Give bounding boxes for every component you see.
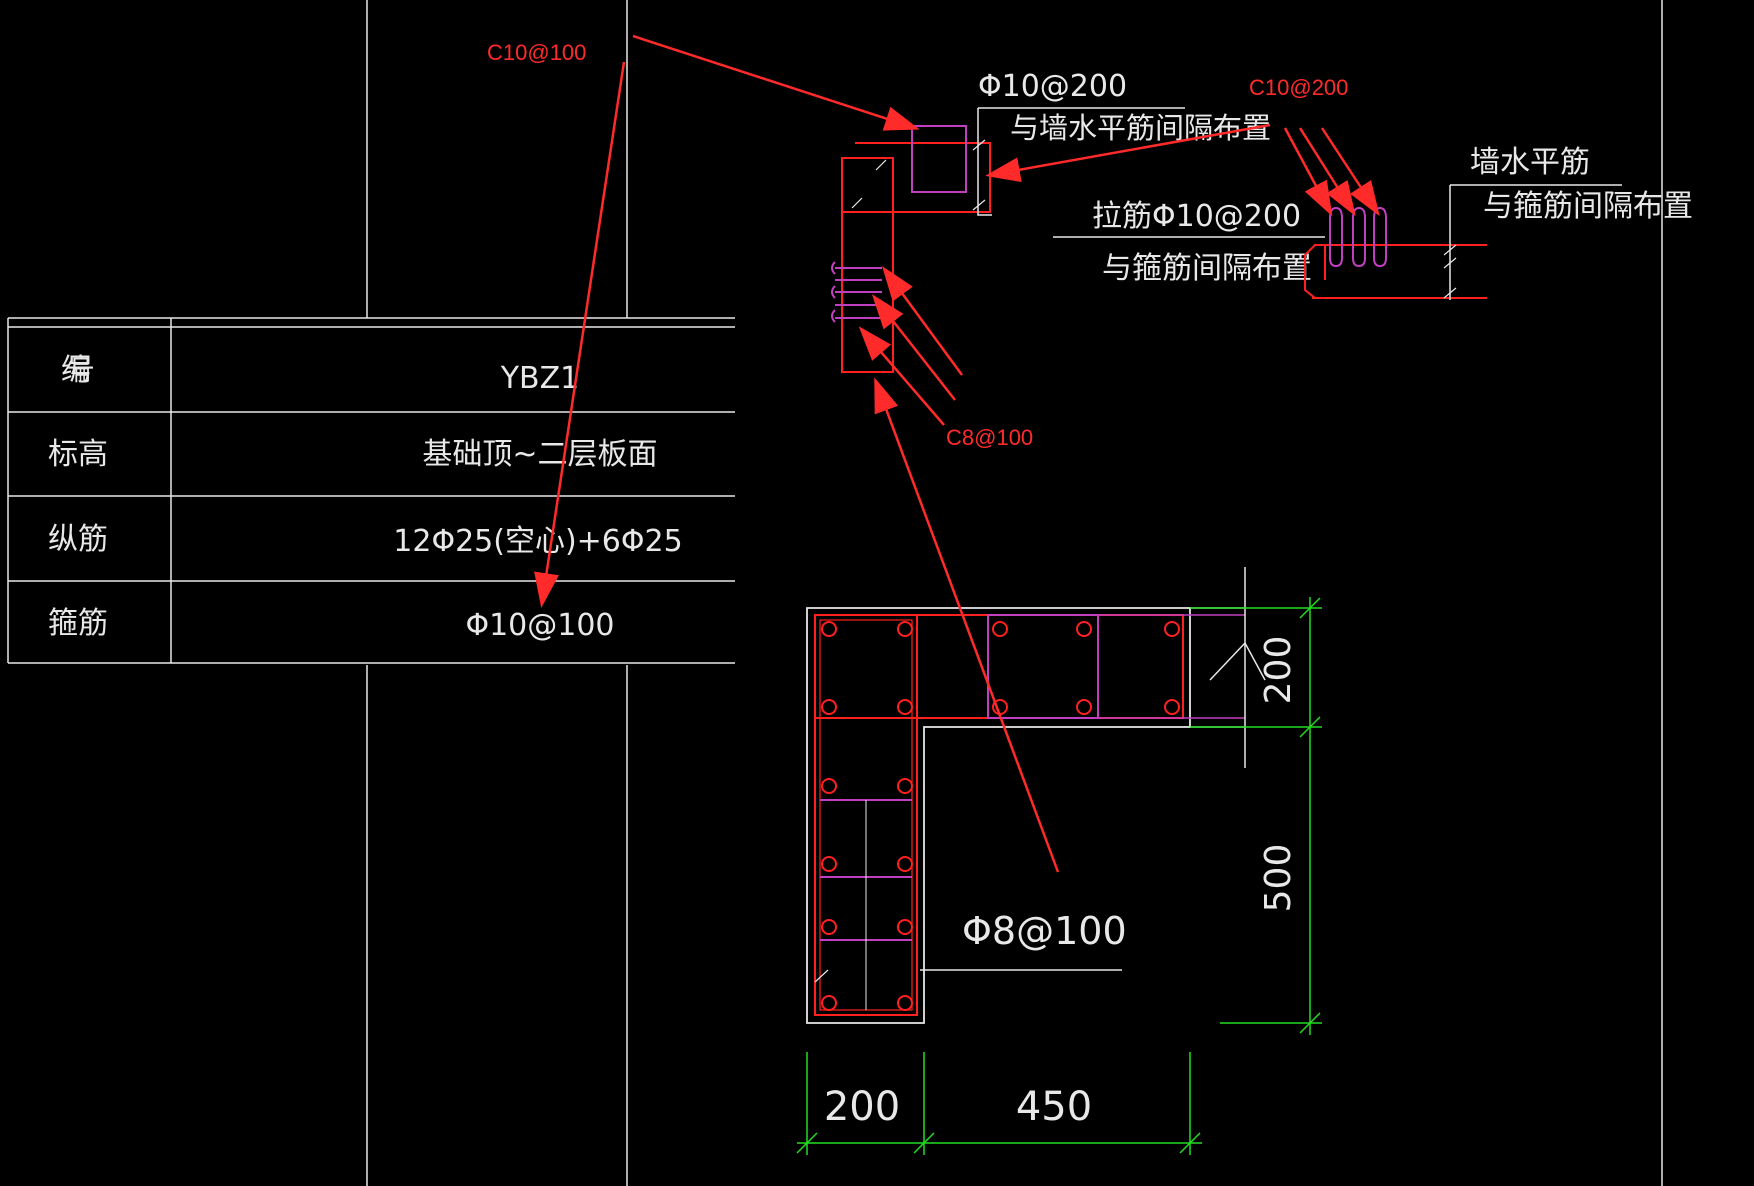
tick-3 [851, 197, 863, 209]
wall-extension [1190, 607, 1245, 728]
dim-tick-1 [1299, 597, 1321, 619]
detail-corner-leader [977, 108, 992, 216]
rebar-6 [821, 699, 837, 715]
arrow-c10-200-to-tie-2 [1298, 127, 1356, 217]
table-value-longitudinal: 12Φ25(空心)+6Φ25 [393, 524, 682, 559]
wall-break-symbol [1209, 641, 1266, 681]
label-c10-200: C10@200 [1249, 75, 1348, 100]
arrow-c10-200-to-corner [985, 123, 1271, 183]
rebar-5 [1164, 621, 1180, 637]
arrow-c10-100-to-table [534, 61, 626, 608]
wall-tie-1 [1329, 206, 1343, 268]
detail-column-tie-hooks [831, 261, 836, 323]
table-value-stirrup: Φ10@100 [465, 608, 614, 643]
table-value-elevation: 基础顶~二层板面 [422, 437, 657, 472]
detail-corner-rebar-box [841, 157, 894, 213]
dim-500-vertical: 500 [1258, 844, 1299, 913]
stirrup-corner [814, 614, 918, 719]
label-c10-100: C10@100 [487, 40, 586, 65]
rebar-18 [897, 995, 913, 1011]
arrow-section-to-column [874, 377, 1060, 873]
wall-tie-2 [1352, 206, 1366, 268]
tick-8 [814, 969, 829, 983]
rebar-4 [1076, 621, 1092, 637]
arrow-c8-100-to-tie-3 [858, 326, 945, 426]
rebar-1 [821, 621, 837, 637]
rebar-13 [821, 856, 837, 872]
table-key-longitudinal: 纵筋 [48, 522, 108, 557]
dim-tick-3 [1299, 1012, 1321, 1034]
detail-corner-tie-box [911, 125, 967, 193]
dim-450-horizontal: 450 [1016, 1084, 1092, 1130]
section-l-column: Φ8@100 200 500 200 450 [796, 567, 1322, 1155]
arrow-c10-200-to-tie-1 [1283, 127, 1333, 217]
detail-tie-bar: 拉筋Φ10@200 与箍筋间隔布置 墙水平筋 与箍筋间隔布置 [1053, 145, 1693, 300]
label-c8-100: C8@100 [946, 425, 1033, 450]
arrow-c8-100-to-tie-1 [882, 265, 964, 376]
tick-5 [1443, 244, 1457, 256]
dim-tick-6 [1179, 1132, 1201, 1154]
rebar-12 [897, 778, 913, 794]
detail-wall-horizontal-label: 与墙水平筋间隔布置 [1010, 111, 1271, 145]
rebar-9 [1076, 699, 1092, 715]
annotation-leaders: C10@100 C10@200 C8@100 [487, 34, 1380, 873]
tick-2 [972, 199, 986, 211]
stirrup-horizontal [814, 614, 1184, 719]
tie-bar-with-stirrup-label: 与箍筋间隔布置 [1102, 251, 1312, 286]
tie-bar-label: 拉筋Φ10@200 [1092, 199, 1301, 234]
dim-tick-2 [1299, 716, 1321, 738]
section-outline [806, 607, 1191, 1024]
arrow-c10-100-to-corner [632, 34, 920, 131]
rebar-table: 编号 YBZ1 标高 基础顶~二层板面 纵筋 12Φ25(空心)+6Φ25 箍筋… [0, 317, 735, 665]
rebar-3 [992, 621, 1008, 637]
wall-tie-3 [1373, 206, 1387, 268]
stirrup-vertical [814, 614, 918, 1016]
rebar-11 [821, 778, 837, 794]
dim-tick-4 [796, 1132, 818, 1154]
dim-200-horizontal: 200 [824, 1084, 900, 1130]
dim-tick-5 [913, 1132, 935, 1154]
table-key-elevation: 标高 [48, 437, 108, 472]
wall-rebar-outline [1304, 244, 1487, 299]
section-stirrup-label: Φ8@100 [962, 909, 1127, 953]
wall-with-stirrup-label: 与箍筋间隔布置 [1483, 189, 1693, 224]
detail-column-ties [835, 267, 882, 319]
tick-7 [1443, 287, 1457, 299]
tick-4 [875, 159, 887, 171]
table-value-number: YBZ1 [500, 361, 580, 396]
rebar-16 [897, 919, 913, 935]
dim-200-vertical: 200 [1258, 636, 1299, 705]
rebar-15 [821, 919, 837, 935]
arrow-c10-200-to-tie-3 [1320, 127, 1380, 217]
detail-phi10-200-label: Φ10@200 [978, 69, 1127, 104]
table-key-number: 编号 [61, 353, 95, 388]
rebar-10 [1164, 699, 1180, 715]
tie-box-horizontal [987, 614, 1099, 719]
rebar-7 [897, 699, 913, 715]
wall-horizontal-label: 墙水平筋 [1470, 145, 1590, 180]
detail-corner-outer-stirrup [855, 142, 991, 213]
table-key-stirrup: 箍筋 [48, 606, 108, 641]
rebar-2 [897, 621, 913, 637]
section-rebars [821, 621, 1180, 1011]
table-background [0, 318, 735, 665]
rebar-17 [821, 995, 837, 1011]
tick-1 [972, 139, 986, 151]
detail-column-stirrup [841, 158, 894, 373]
tick-6 [1443, 257, 1457, 269]
rebar-14 [897, 856, 913, 872]
arrow-c8-100-to-tie-2 [871, 294, 956, 401]
